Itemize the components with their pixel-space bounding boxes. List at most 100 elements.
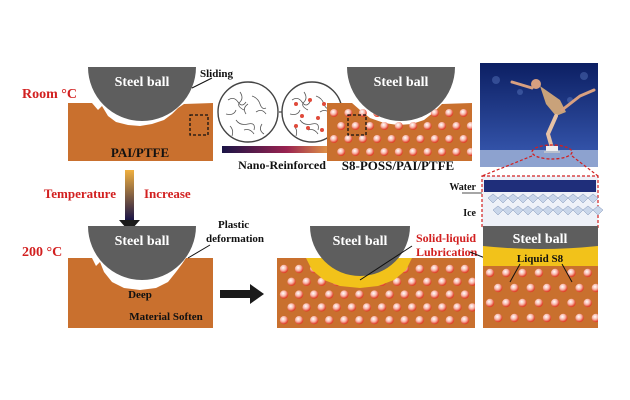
nano-particle — [452, 122, 461, 130]
deep-label: Deep — [128, 289, 152, 301]
nano-particle — [415, 316, 424, 325]
nano-particle — [485, 298, 495, 308]
steel-ball — [88, 67, 196, 121]
nano-particle — [358, 135, 367, 143]
substrate-pai-ptfe — [68, 103, 213, 161]
nano-particle — [445, 264, 455, 274]
nano-particle — [415, 290, 424, 299]
nano-particle — [430, 109, 439, 117]
nano-particle — [407, 303, 417, 312]
blade-zoom-ellipse — [531, 144, 573, 160]
nano-particle — [347, 303, 357, 312]
nano-particle — [387, 135, 396, 143]
nano-particle — [392, 303, 402, 312]
panel-s8-poss: Steel ball — [327, 67, 472, 161]
nano-particle — [550, 268, 560, 278]
nano-particle — [591, 283, 598, 293]
nano-particle — [460, 264, 470, 274]
nano-particle — [493, 313, 503, 323]
sliding-arrow — [191, 77, 213, 89]
nano-particle — [591, 313, 598, 323]
steel-ball-label: Steel ball — [513, 232, 568, 247]
nano-particle — [392, 277, 402, 286]
steel-ball-label: Steel ball — [333, 234, 388, 249]
nano-particle — [330, 109, 338, 117]
material-label: S8-POSS/PAI/PTFE — [342, 158, 454, 173]
nano-particle — [370, 316, 379, 325]
nano-particle — [380, 122, 389, 130]
temperature-label: Temperature — [44, 186, 116, 201]
nano-particle — [583, 268, 592, 278]
nano-particle — [438, 277, 447, 286]
heat-arrow — [220, 290, 250, 298]
plastic-label-1: Plastic — [218, 219, 249, 231]
nano-particle — [567, 268, 576, 278]
ice-label: Ice — [463, 208, 476, 219]
sliding-label: Sliding — [200, 68, 234, 80]
skater-photo — [480, 63, 598, 167]
nano-particle — [294, 316, 304, 325]
nano-particle — [394, 148, 403, 156]
nano-particle — [445, 109, 454, 117]
nano-particle — [309, 290, 319, 299]
water-label: Water — [449, 182, 476, 193]
nano-particle — [409, 122, 418, 130]
nano-particle — [468, 303, 475, 312]
liquid-s8-label: Liquid S8 — [517, 253, 564, 265]
solid-liquid-label-1: Solid-liquid — [416, 231, 476, 245]
nano-particle — [518, 298, 527, 308]
nano-particle — [287, 277, 296, 286]
nano-particle — [485, 268, 495, 278]
nano-particle — [340, 290, 349, 299]
nano-particle — [430, 290, 439, 299]
nano-particle — [559, 283, 568, 293]
nano-particle — [287, 303, 296, 312]
nano-particle — [423, 122, 432, 130]
nano-particle — [510, 283, 519, 293]
nano-particle — [430, 135, 439, 143]
nano-particle — [415, 264, 424, 274]
nano-reinforced-arrow — [222, 146, 340, 153]
material-soften-label: Material Soften — [129, 311, 203, 323]
nano-particle — [550, 298, 560, 308]
steel-ball-label: Steel ball — [115, 234, 170, 249]
zoom-region-box — [347, 114, 367, 136]
nano-particle — [400, 290, 409, 299]
nano-particle — [468, 277, 475, 286]
nano-particle — [337, 148, 346, 156]
skater-figure — [510, 79, 596, 153]
nano-particle — [445, 316, 455, 325]
nano-particle — [351, 122, 360, 130]
nano-particle — [332, 303, 341, 312]
nano-particle — [438, 122, 446, 130]
temperature-arrow — [125, 170, 134, 220]
nano-particle — [423, 277, 432, 286]
steel-ball-label: Steel ball — [374, 75, 429, 90]
steel-ball — [347, 67, 455, 121]
material-label: PAI/PTFE — [111, 145, 169, 160]
ice-crystals — [487, 193, 604, 216]
nano-particle — [385, 316, 394, 325]
high-temp-label: 200 °C — [22, 245, 62, 260]
nano-particle — [493, 283, 503, 293]
ice-crystal — [592, 205, 604, 216]
panel-pai-ptfe: Steel ball PAI/PTFE — [68, 67, 213, 161]
nano-particle — [445, 135, 454, 143]
nano-particle — [460, 316, 470, 325]
nano-particle — [340, 316, 349, 325]
nano-particles — [485, 268, 598, 323]
panel-softened: Steel ball Deep Material Soften — [68, 226, 213, 328]
nano-particle — [380, 148, 389, 156]
nano-particle — [377, 303, 387, 312]
nano-particle — [294, 290, 304, 299]
nano-particle — [416, 135, 425, 143]
nano-particle — [459, 109, 468, 117]
nano-particle — [325, 316, 334, 325]
nano-particle — [355, 290, 364, 299]
steel-ball — [88, 226, 196, 280]
nano-particle — [366, 148, 374, 156]
nano-particle — [542, 313, 552, 323]
nano-particle — [438, 148, 446, 156]
liquid-s8-layer — [483, 244, 598, 266]
